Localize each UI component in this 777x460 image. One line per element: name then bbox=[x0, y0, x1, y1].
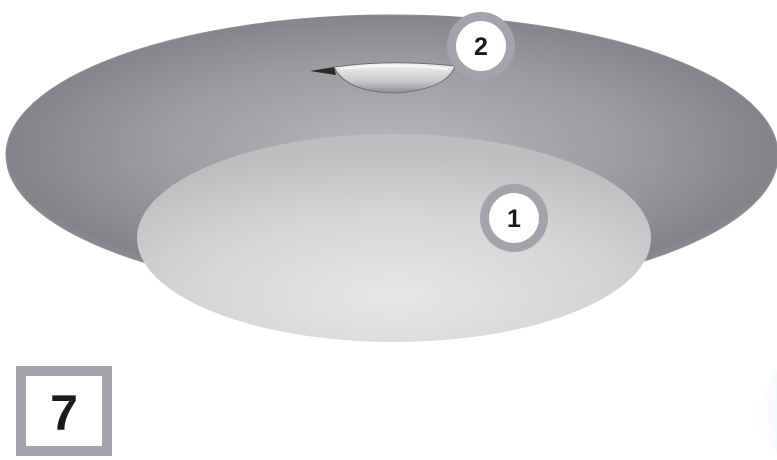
callout-1-label: 1 bbox=[507, 205, 521, 233]
callout-2-label: 2 bbox=[474, 33, 488, 61]
callout-1: 1 bbox=[480, 184, 548, 252]
callout-2: 2 bbox=[447, 12, 515, 80]
corner-accent-shape bbox=[760, 364, 777, 460]
figure-number: 7 bbox=[50, 385, 78, 441]
diffuser-lens bbox=[137, 134, 651, 342]
figure-number-box: 7 bbox=[16, 366, 112, 456]
